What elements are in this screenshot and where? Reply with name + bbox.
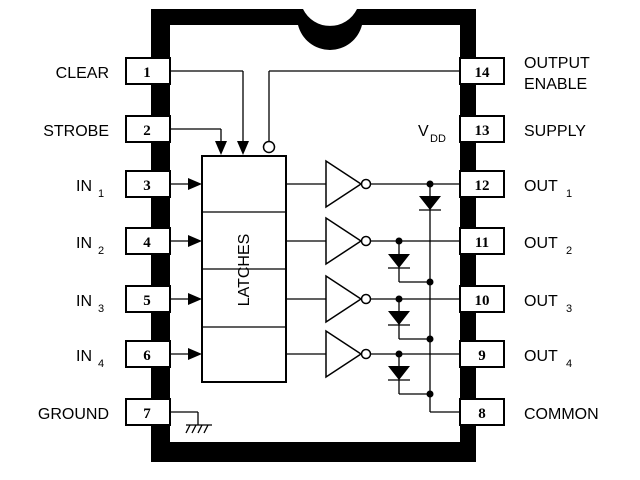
pin-14-label-line1: OUTPUT [524,55,590,72]
pin-1-label: CLEAR [56,65,109,82]
pin-8-number: 8 [478,406,486,422]
pin-4-number: 4 [143,235,151,251]
pin-13-number: 13 [475,123,490,139]
pin-6-label-sub: 4 [98,358,104,370]
pin-11-label: OUT [524,235,558,252]
pin-7-box [125,398,171,426]
pin-10-label-sub: 3 [566,303,572,315]
pin-13-label: SUPPLY [524,123,586,140]
pin-3-box [125,170,171,198]
input-wiring [170,178,202,360]
diode-network [388,180,460,413]
pin-13-box [459,115,505,143]
pin-4-box [125,227,171,255]
ground-icon [170,411,212,434]
output-buffers [286,159,460,379]
right-labels: OUTPUT ENABLE SUPPLY OUT 1 OUT 2 OUT 3 O… [524,55,599,423]
pin-11-label-sub: 2 [566,245,572,257]
pin-1-number: 1 [143,65,151,81]
pin-14-number: 14 [475,65,491,81]
latches-label: LATCHES [236,234,253,307]
pin-4-label-sub: 2 [98,245,104,257]
buffer-3 [325,274,363,324]
vdd-main: V [418,123,429,140]
pin-9-label-sub: 4 [566,358,572,370]
vdd-sub: DD [430,133,446,145]
vdd-label: V DD [418,123,446,145]
diode-4 [388,366,410,380]
pin-9-label: OUT [524,348,558,365]
control-wiring [170,70,460,155]
buffer-1 [325,159,363,209]
pin-12-label-sub: 1 [566,188,572,200]
right-pins: 14 13 12 11 10 9 8 [459,57,505,426]
pin-14-label-line2: ENABLE [524,76,587,93]
pin-6-label: IN [76,348,92,365]
pin-3-label-sub: 1 [98,188,104,200]
pin-5-label: IN [76,293,92,310]
pin-11-number: 11 [475,235,489,251]
buffer-2 [325,216,363,266]
pin-7-label: GROUND [38,406,109,423]
pin-2-label: STROBE [43,123,109,140]
pin-3-label: IN [76,178,92,195]
diode-2 [388,254,410,268]
pin-6-number: 6 [143,348,151,364]
pin-8-label: COMMON [524,406,599,423]
buffer-4 [325,329,363,379]
pin-4-label: IN [76,235,92,252]
pin-12-label: OUT [524,178,558,195]
diode-1 [419,196,441,210]
pin-1-box [125,57,171,85]
pin-10-number: 10 [475,293,490,309]
pin-5-number: 5 [143,293,151,309]
pin-3-number: 3 [143,178,151,194]
left-labels: CLEAR STROBE IN 1 IN 2 IN 3 IN 4 GROUND [38,65,109,423]
pin-12-box [459,170,505,198]
pin-6-box [125,340,171,368]
diode-3 [388,311,410,325]
pin-2-number: 2 [143,123,151,139]
pin-12-number: 12 [475,178,490,194]
pin-10-label: OUT [524,293,558,310]
pin-8-box [459,398,505,426]
latches-block: LATCHES [201,155,287,383]
pin-5-label-sub: 3 [98,303,104,315]
pin-9-box [459,340,505,368]
pin-9-number: 9 [478,348,486,364]
pin-7-number: 7 [143,406,151,422]
